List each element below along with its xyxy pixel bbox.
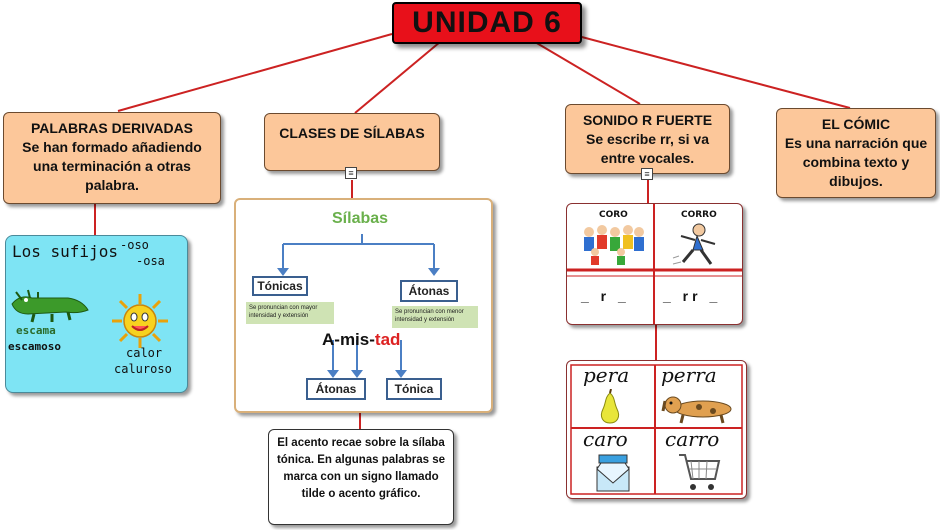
dog-icon <box>661 396 732 424</box>
word-escama: escama <box>16 324 56 337</box>
word-pera: pera <box>583 363 630 387</box>
box-palabras-derivadas: PALABRAS DERIVADAS Se han formado añadie… <box>3 112 221 204</box>
connector-r-fuerte <box>534 41 641 105</box>
pattern-r: _ r _ <box>581 288 630 304</box>
comic-text: Es una narración que combina texto y dib… <box>784 135 928 189</box>
r-fuerte-heading: SONIDO R FUERTE <box>582 112 713 128</box>
suffix-oso: -oso <box>120 238 149 252</box>
word-amistad-stressed: tad <box>374 330 401 349</box>
main-title: UNIDAD 6 <box>392 2 582 44</box>
pattern-rr: _ rr _ <box>663 288 722 304</box>
running-boy-icon <box>672 223 716 265</box>
silabas-arrows <box>277 234 440 378</box>
coro-grid <box>567 204 742 324</box>
box-clases-silabas: CLASES DE SÍLABAS <box>264 113 440 171</box>
pera-card: pera perra caro carro <box>566 360 747 499</box>
word-perra: perra <box>661 363 717 387</box>
connector-comic <box>577 35 851 109</box>
choir-icon <box>584 225 644 265</box>
box-acento: El acento recae sobre la sílaba tónica. … <box>268 429 454 525</box>
note-icon[interactable]: ≡ <box>345 167 357 179</box>
word-amistad-unstressed: A-mis- <box>322 330 375 349</box>
word-escamoso: escamoso <box>8 340 61 353</box>
box-sonido-r-fuerte: SONIDO R FUERTE Se escribe rr, si va ent… <box>565 104 730 174</box>
tonicas-desc: Se pronuncian con mayor intensidad y ext… <box>246 302 334 324</box>
silabas-root: Sílabas <box>332 210 389 227</box>
word-carro: carro <box>665 427 720 451</box>
silabas-heading: CLASES DE SÍLABAS <box>279 125 425 141</box>
acento-text: El acento recae sobre la sílaba tónica. … <box>276 437 446 500</box>
word-caro: caro <box>583 427 628 451</box>
r-fuerte-text: Se escribe rr, si va entre vocales. <box>586 131 709 166</box>
tonicas-label: Tónicas <box>252 276 308 296</box>
pear-icon <box>600 389 620 424</box>
label-coro: CORO <box>599 210 628 220</box>
atonas-label: Átonas <box>400 280 458 302</box>
sufijos-title: Los sufijos <box>12 242 118 261</box>
tonica2-label: Tónica <box>386 378 442 400</box>
label-corro: CORRO <box>681 210 717 220</box>
connector-derivadas <box>117 33 393 112</box>
connector-silabas <box>354 41 441 114</box>
crocodile-icon <box>11 289 89 323</box>
atonas2-label: Átonas <box>306 378 366 400</box>
jewel-icon <box>596 454 630 492</box>
coro-card: CORO CORRO _ r _ _ rr _ <box>566 203 743 325</box>
shopping-cart-icon <box>679 454 721 490</box>
atonas-desc: Se pronuncian con menor intensidad y ext… <box>392 306 478 328</box>
word-amistad: A-mis-tad <box>322 330 400 350</box>
silabas-diagram-card: Sílabas Tónicas Átonas Se pronuncian con… <box>234 198 493 413</box>
sun-icon <box>112 294 168 348</box>
derivadas-heading: PALABRAS DERIVADAS <box>30 120 194 136</box>
suffix-osa: -osa <box>136 254 165 268</box>
note-icon[interactable]: ≡ <box>641 168 653 180</box>
box-el-comic: EL CÓMIC Es una narración que combina te… <box>776 108 936 198</box>
sufijos-card: Los sufijos -oso -osa escama escamoso ca… <box>5 235 188 393</box>
comic-heading: EL CÓMIC <box>821 116 891 132</box>
pera-grid <box>570 364 743 495</box>
word-calor: calor <box>126 346 163 360</box>
derivadas-text: Se han formado añadiendo una terminación… <box>22 139 202 193</box>
word-caluroso: caluroso <box>114 362 172 376</box>
